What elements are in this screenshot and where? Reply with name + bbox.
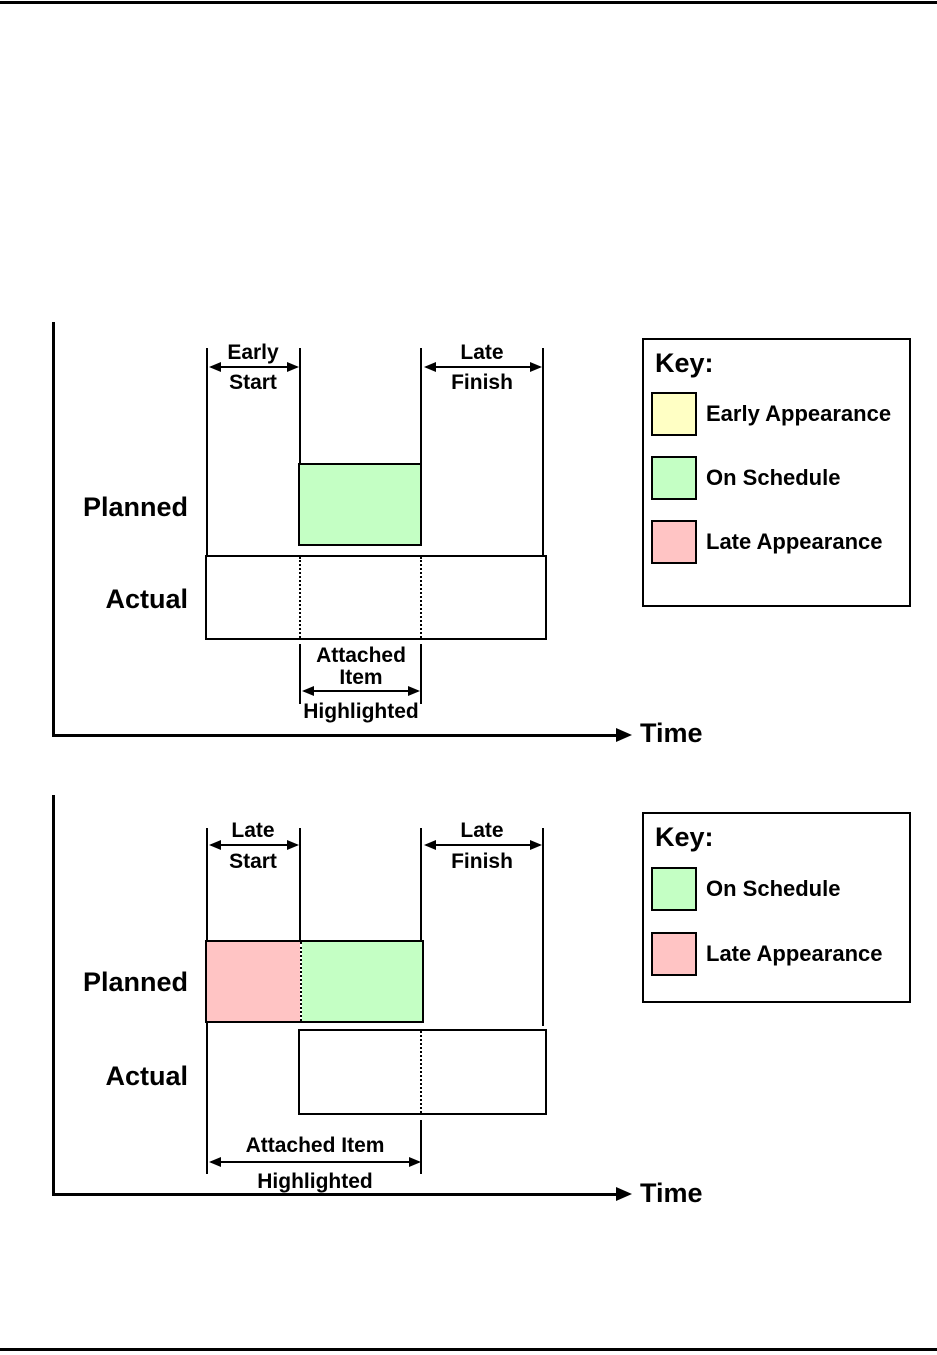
legend-swatch-late-appearance [651,520,697,564]
legend-title: Key: [655,348,714,378]
highlighted-label: Highlighted [303,700,419,723]
time-axis-arrowhead-icon [616,1187,632,1201]
y-axis [52,795,55,1196]
attached-item-arrow-icon [209,1157,421,1167]
late-start-label-bottom: Start [229,850,277,873]
time-axis-label: Time [640,718,703,748]
tick-line [420,1120,422,1174]
late-finish-arrow-icon [424,362,542,372]
time-axis [52,1193,617,1196]
early-start-label-top: Early [227,341,279,364]
actual-bar [298,1029,547,1115]
late-finish-label-top: Late [460,819,504,842]
tick-line [299,828,301,941]
late-start-label-top: Late [231,819,275,842]
legend-swatch-on-schedule [651,867,697,911]
legend-label-early-appearance: Early Appearance [706,401,892,426]
late-finish-label-bottom: Finish [451,371,513,394]
tick-line [420,348,422,463]
page-bottom-rule [0,1348,937,1351]
legend-title: Key: [655,822,714,852]
early-start-arrow-icon [209,362,299,372]
tick-line [206,348,208,555]
tick-line [542,828,544,1026]
planned-bar [205,940,424,1023]
tick-line [542,348,544,555]
legend-box: Key: On Schedule Late Appearance [642,812,911,1003]
late-finish-label-bottom: Finish [451,850,513,873]
dotted-divider [420,557,422,638]
late-start-arrow-icon [209,840,299,850]
legend-label-on-schedule: On Schedule [706,465,841,490]
legend-box: Key: Early Appearance On Schedule Late A… [642,338,911,607]
page-top-rule [0,1,937,4]
legend-swatch-on-schedule [651,456,697,500]
highlighted-label: Highlighted [257,1170,373,1193]
dotted-divider [299,557,301,638]
attached-item-label-line1: Attached [316,644,406,667]
dotted-divider [300,942,302,1021]
tick-line [299,644,301,704]
planned-row-label: Planned [82,967,188,997]
time-axis-label: Time [640,1178,703,1208]
actual-row-label: Actual [105,584,188,614]
legend-swatch-late-appearance [651,932,697,976]
planned-bar-on-schedule-segment [302,942,422,1021]
dotted-divider [420,1031,422,1113]
early-start-label-bottom: Start [229,371,277,394]
tick-line [420,644,422,704]
legend-swatch-early-appearance [651,392,697,436]
tick-line [299,348,301,463]
attached-item-label-line2: Item [339,666,383,689]
planned-bar [298,463,422,546]
actual-bar [205,555,547,640]
tick-line [420,828,422,941]
legend-label-late-appearance: Late Appearance [706,529,883,554]
attached-item-arrow-icon [302,686,420,696]
time-axis [52,734,617,737]
late-finish-label-top: Late [460,341,504,364]
attached-item-label: Attached Item [245,1134,385,1157]
late-finish-arrow-icon [424,840,542,850]
legend-label-on-schedule: On Schedule [706,876,841,901]
y-axis [52,322,55,737]
planned-row-label: Planned [82,492,188,522]
actual-row-label: Actual [105,1061,188,1091]
legend-label-late-appearance: Late Appearance [706,941,883,966]
time-axis-arrowhead-icon [616,728,632,742]
planned-bar-late-segment [207,942,300,1021]
